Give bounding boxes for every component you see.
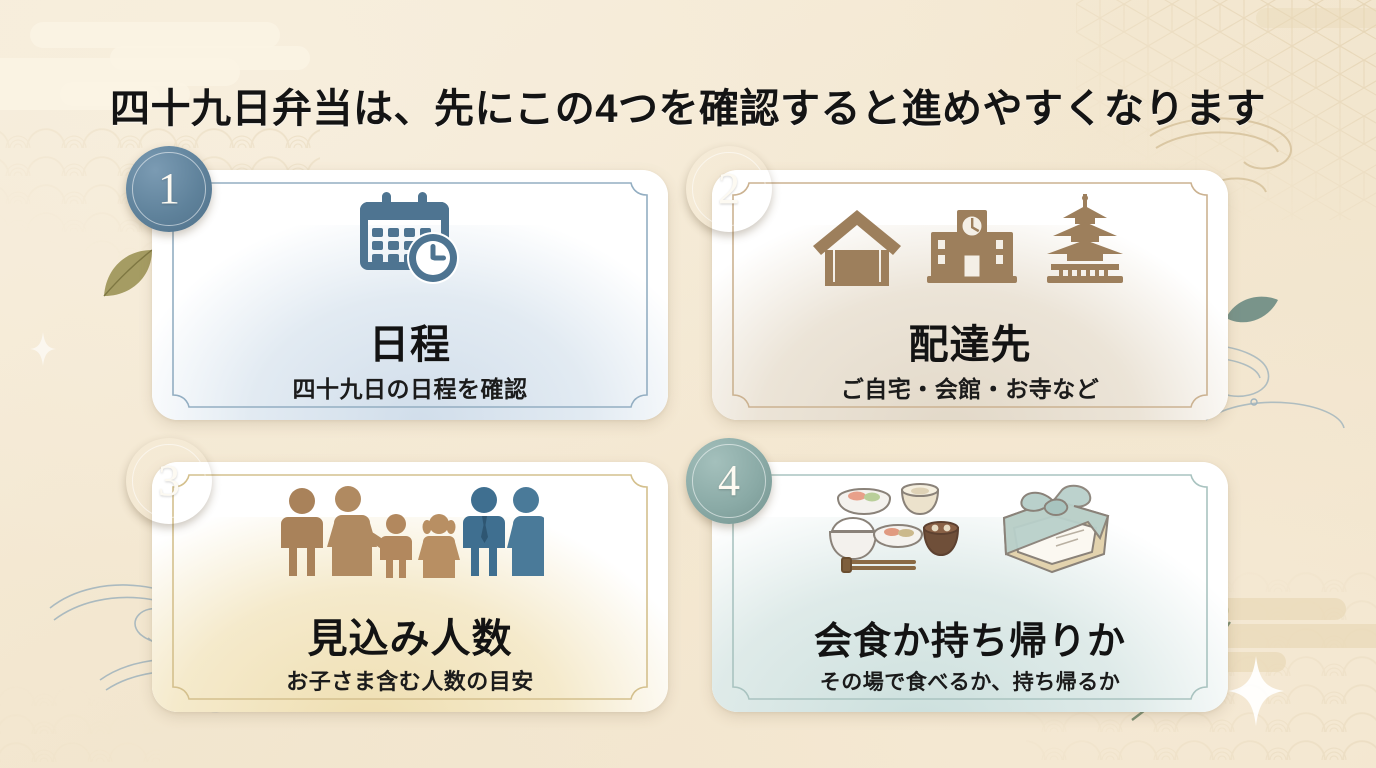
hall-building-icon — [927, 210, 1017, 283]
card-number-badge: 2 — [686, 146, 772, 232]
card-number: 2 — [718, 164, 740, 213]
house-icon — [813, 210, 901, 286]
card-subtitle: お子さま含む人数の目安 — [286, 669, 534, 694]
meal-set-icon — [828, 483, 960, 573]
card-subtitle: その場で食べるか、持ち帰るか — [819, 671, 1121, 694]
card-number: 1 — [158, 164, 180, 213]
kasumi-cloud-band — [110, 46, 310, 70]
card-title: 見込み人数 — [307, 616, 513, 661]
kasumi-cloud-band — [30, 22, 280, 48]
pagoda-temple-icon — [1047, 194, 1123, 283]
card-text: 日程 四十九日の日程を確認 — [152, 322, 668, 404]
card-delivery-destination[interactable]: 2 — [692, 152, 1228, 420]
seigaiha-wave-pattern-bottom-left — [0, 678, 160, 768]
page-title: 四十九日弁当は、先にこの4つを確認すると進めやすくなります — [110, 87, 1266, 131]
card-text: 会食か持ち帰りか その場で食べるか、持ち帰るか — [712, 620, 1228, 696]
card-subtitle: 四十九日の日程を確認 — [292, 376, 528, 402]
card-number-badge: 3 — [126, 438, 212, 524]
cards-grid: 1 — [126, 146, 1228, 718]
card-icon-row — [712, 186, 1228, 286]
card-number: 4 — [718, 456, 740, 505]
card-title: 日程 — [369, 322, 451, 367]
family-group-icon — [281, 486, 544, 578]
card-dine-in-or-takeout[interactable]: 4 — [686, 438, 1228, 712]
sparkle-star — [30, 332, 56, 366]
card-body — [712, 462, 1228, 712]
calendar-clock-icon — [360, 192, 459, 284]
card-icon-row — [712, 472, 1228, 576]
card-title: 配達先 — [908, 322, 1032, 367]
card-number: 3 — [158, 456, 180, 505]
card-title: 会食か持ち帰りか — [813, 620, 1126, 663]
card-schedule[interactable]: 1 — [126, 146, 668, 420]
card-subtitle: ご自宅・会館・お寺など — [840, 376, 1100, 402]
card-text: 配達先 ご自宅・会館・お寺など — [712, 322, 1228, 404]
falling-leaf — [103, 249, 153, 297]
card-number-badge: 1 — [126, 146, 212, 232]
card-icon-row — [152, 186, 668, 286]
furoshiki-bento-icon — [1002, 484, 1110, 574]
card-icon-row — [152, 478, 668, 578]
card-number-badge: 4 — [686, 438, 772, 524]
kasumi-cloud-band — [1256, 8, 1376, 28]
falling-leaf — [1226, 296, 1278, 323]
sparkle-star — [1228, 656, 1284, 726]
card-expected-headcount[interactable]: 3 — [132, 444, 668, 712]
card-text: 見込み人数 お子さま含む人数の目安 — [152, 616, 668, 696]
